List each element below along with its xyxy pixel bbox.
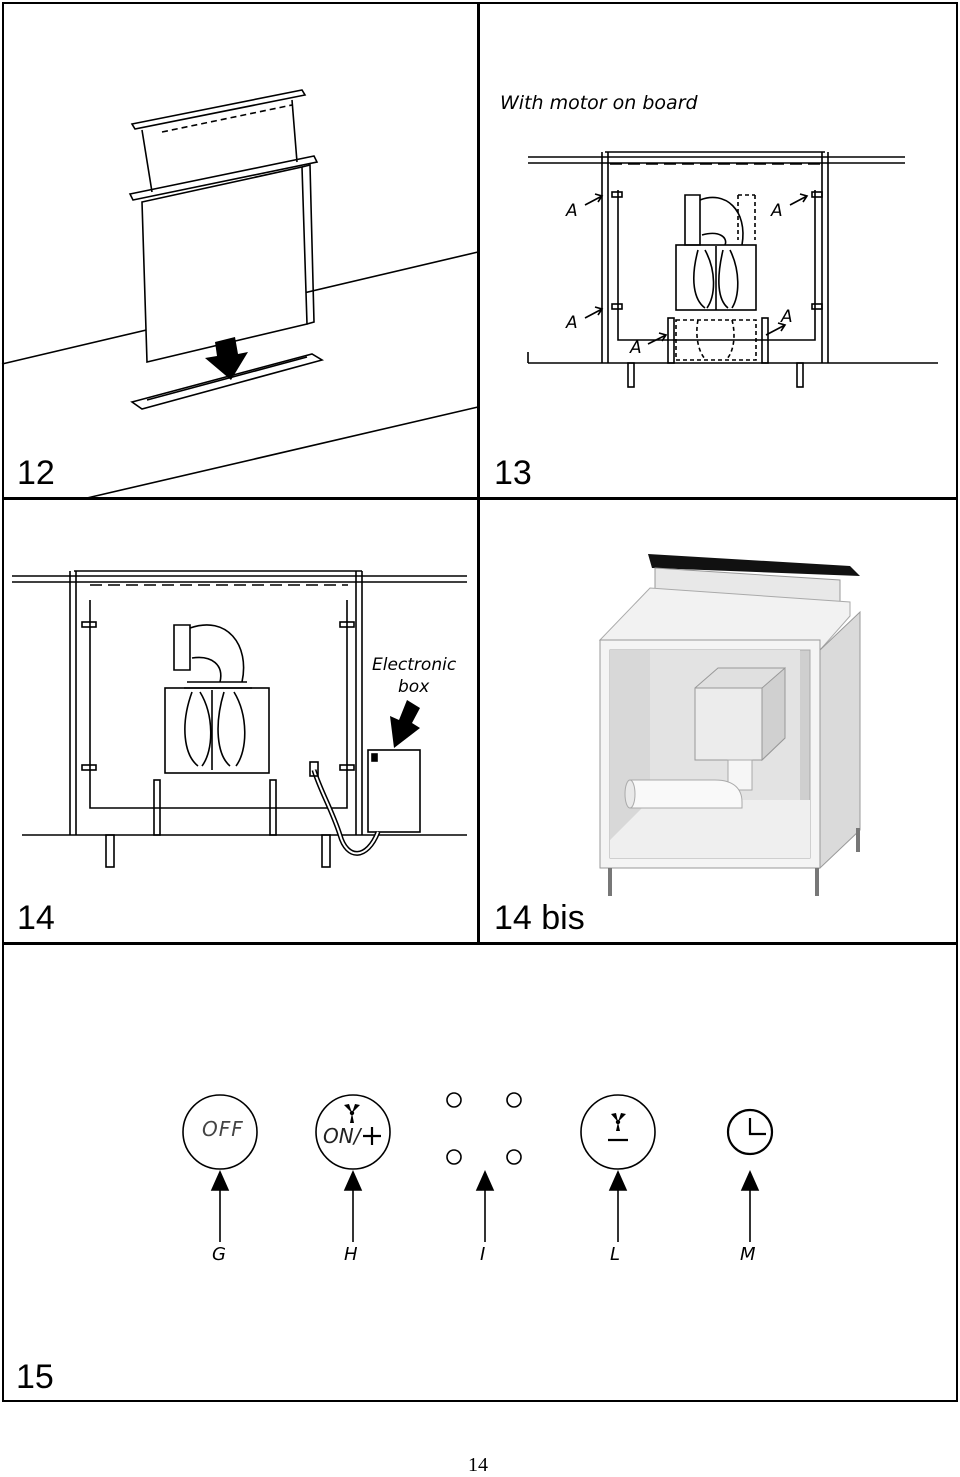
- arrow-down-icon: [205, 337, 248, 380]
- callout-electronic-box-line2: box: [398, 677, 430, 697]
- plus-icon: [363, 1127, 381, 1145]
- figure-number-15: 15: [16, 1358, 54, 1396]
- figure-14bis-illustration: [598, 554, 861, 896]
- label-m: M: [740, 1244, 756, 1265]
- off-button-label: OFF: [202, 1117, 244, 1141]
- fan-icon: [611, 1113, 626, 1131]
- figure-13-illustration: [527, 151, 938, 388]
- figure-15-control-panel: [182, 1092, 774, 1242]
- figure-14-panel: [2, 497, 480, 945]
- callout-electronic-box-line1: Electronic: [372, 655, 457, 675]
- indicator-light: [446, 1092, 462, 1108]
- figure-12-illustration: [1, 89, 479, 499]
- figure-12-panel: [2, 2, 480, 500]
- page-number: 14: [468, 1454, 488, 1476]
- clock-icon: [726, 1108, 774, 1156]
- indicator-light: [506, 1092, 522, 1108]
- figure-14-illustration: [12, 570, 467, 868]
- arrow-up-icon: [210, 1170, 760, 1242]
- off-button[interactable]: [182, 1094, 258, 1170]
- figure-13-caption: With motor on board: [500, 92, 698, 114]
- label-a-bottom-right: A: [781, 307, 793, 327]
- fan-minus-button[interactable]: [580, 1094, 656, 1170]
- figure-14bis-panel: [477, 497, 958, 945]
- on-plus-button[interactable]: [315, 1094, 391, 1170]
- label-i: I: [480, 1244, 486, 1265]
- indicator-light: [446, 1149, 462, 1165]
- label-a-bottom-left: A: [630, 338, 642, 358]
- label-a-top-right: A: [771, 201, 783, 221]
- on-button-label: ON/: [323, 1124, 361, 1148]
- arrow-down-icon: [390, 700, 420, 748]
- indicator-light: [506, 1149, 522, 1165]
- figure-number-13: 13: [494, 454, 532, 492]
- label-g: G: [212, 1244, 226, 1265]
- label-h: H: [344, 1244, 358, 1265]
- figure-number-14-bis: 14 bis: [494, 899, 585, 937]
- figure-number-12: 12: [17, 454, 55, 492]
- figure-number-14: 14: [17, 899, 55, 937]
- label-a-top-left: A: [566, 201, 578, 221]
- figure-15-panel: [2, 942, 958, 1402]
- label-l: L: [610, 1244, 621, 1265]
- fan-icon: [344, 1104, 360, 1123]
- label-a-mid-left: A: [566, 313, 578, 333]
- figure-13-panel: [477, 2, 958, 500]
